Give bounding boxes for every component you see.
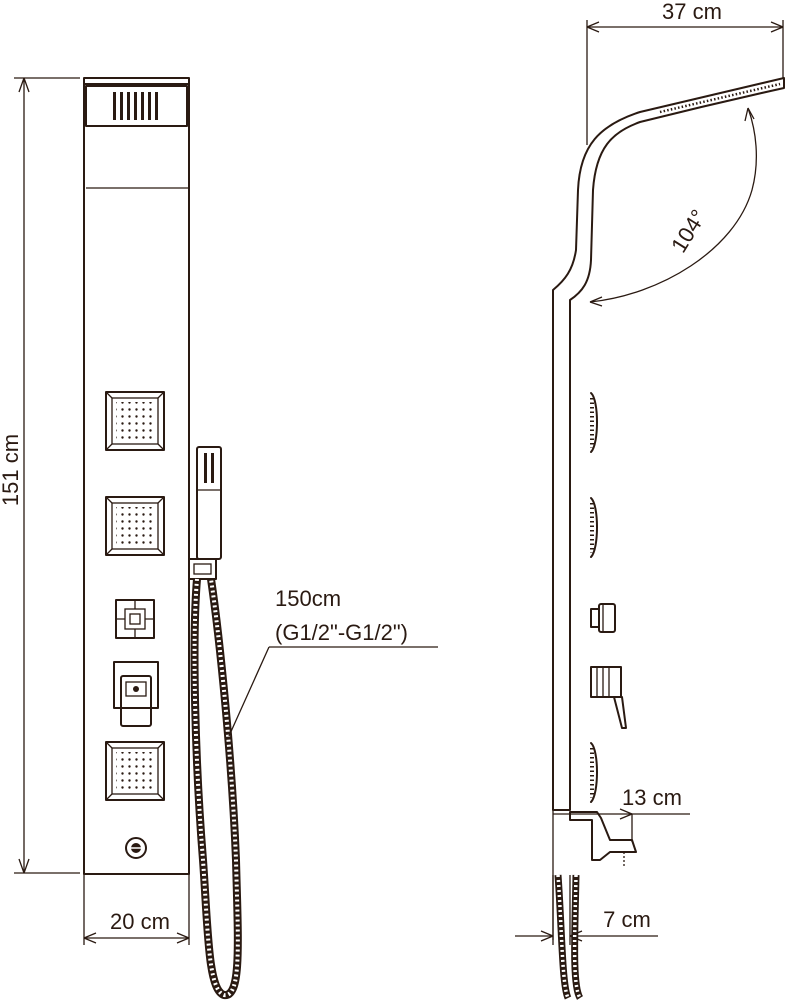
diverter-knob — [115, 599, 155, 639]
body-jet-3 — [105, 741, 165, 801]
side-spout — [569, 811, 637, 866]
mixer-handle — [113, 661, 159, 727]
front-panel — [83, 77, 190, 875]
side-jet-2 — [590, 497, 598, 558]
height-dimension: 151 cm — [0, 77, 80, 874]
angle-label: 104° — [666, 205, 711, 257]
shower-hose — [190, 578, 242, 999]
panel-depth-label: 13 cm — [622, 785, 682, 810]
hose-thread-label: (G1/2"-G1/2") — [275, 620, 408, 645]
base-depth-label: 7 cm — [603, 907, 651, 932]
base-depth-dimension: 7 cm — [515, 875, 658, 945]
depth-label: 37 cm — [662, 0, 722, 24]
panel-depth-dimension: 13 cm — [553, 785, 690, 842]
width-label: 20 cm — [110, 909, 170, 934]
side-profile — [552, 77, 785, 811]
depth-dimension: 37 cm — [586, 0, 784, 145]
body-jet-1 — [105, 391, 165, 451]
side-diverter-knob — [590, 603, 616, 633]
side-jet-1 — [590, 392, 598, 453]
height-label: 151 cm — [0, 434, 23, 506]
top-grille — [85, 85, 189, 189]
side-mixer-handle — [590, 666, 627, 729]
side-jet-3 — [590, 742, 598, 803]
hose-length-label: 150cm — [275, 586, 341, 611]
hose-callout: 150cm (G1/2"-G1/2") — [228, 586, 438, 737]
angle-indicator: 104° — [589, 107, 758, 307]
spout-outlet — [125, 837, 147, 859]
hand-shower — [188, 446, 222, 580]
front-view: 151 cm — [0, 77, 438, 999]
body-jet-2 — [105, 496, 165, 556]
side-view: 37 cm 104° — [515, 0, 785, 1000]
side-hose — [554, 874, 584, 1000]
width-dimension: 20 cm — [83, 874, 190, 945]
